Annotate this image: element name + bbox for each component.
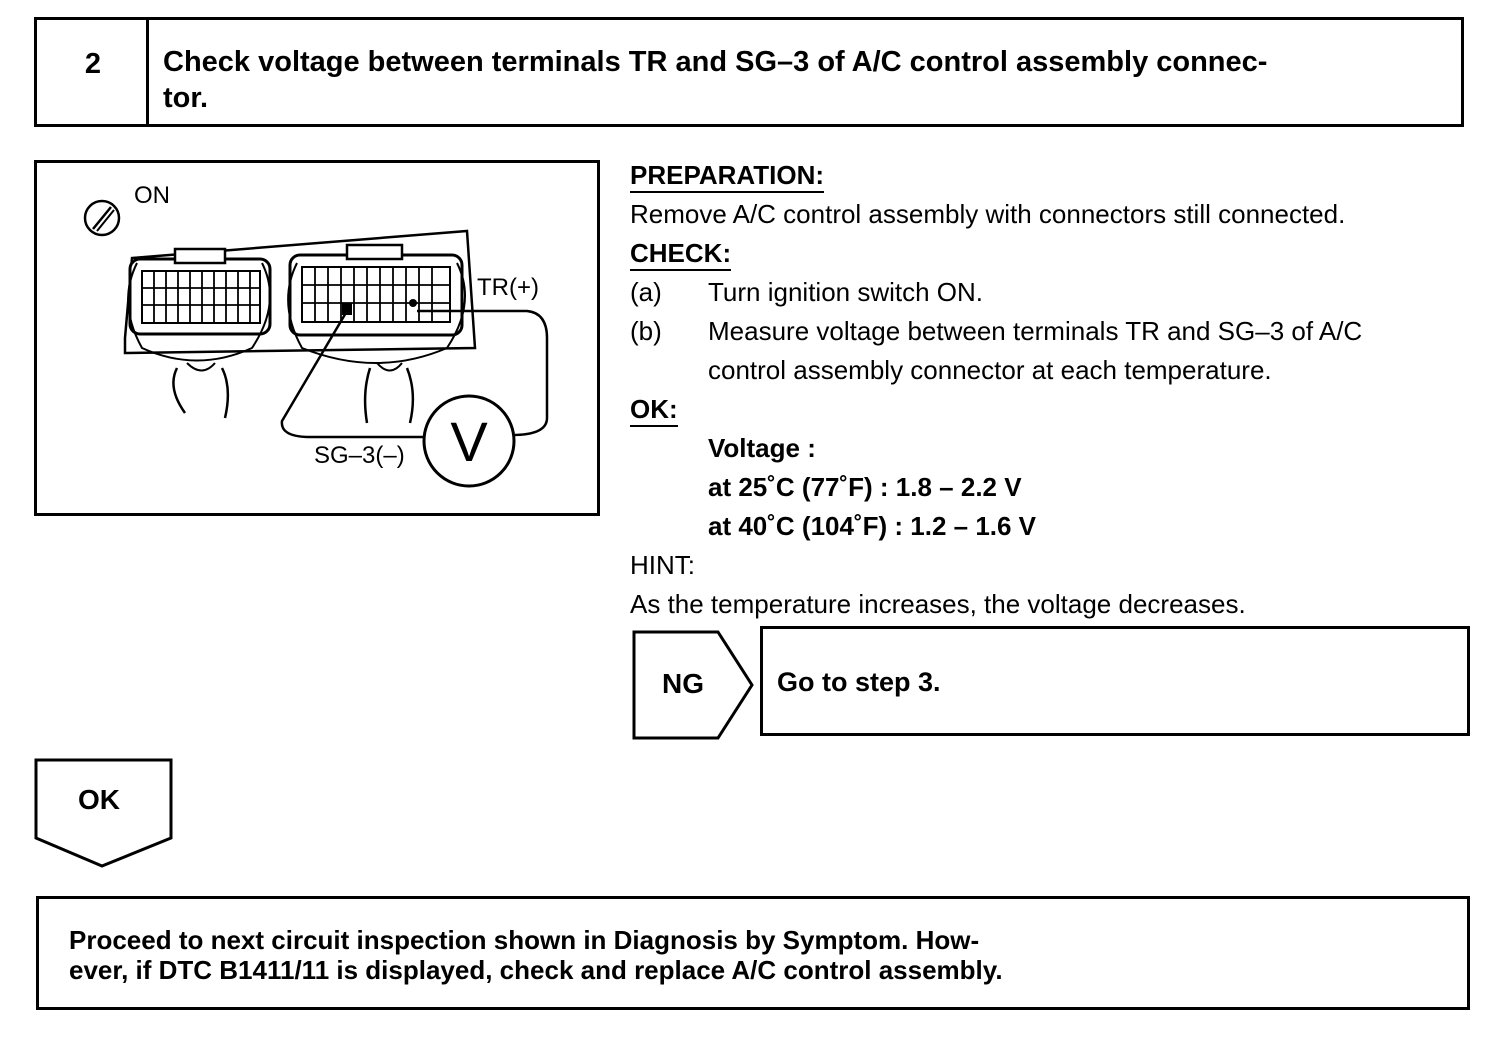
voltmeter-icon: V <box>422 394 516 488</box>
hint-text: As the temperature increases, the voltag… <box>630 589 1246 619</box>
ng-result-box: Go to step 3. <box>760 626 1470 736</box>
check-heading: CHECK: <box>630 234 1480 273</box>
check-item-a: (a) Turn ignition switch ON. <box>630 277 984 307</box>
hint-heading: HINT: <box>630 550 695 580</box>
step-title: Check voltage between terminals TR and S… <box>163 44 1453 116</box>
final-text-line2: ever, if DTC B1411/11 is displayed, chec… <box>69 955 1003 985</box>
voltmeter-label: V <box>450 410 488 473</box>
ok-voltage-label: Voltage : <box>708 433 816 463</box>
instructions: PREPARATION: Remove A/C control assembly… <box>630 156 1480 624</box>
step-number-cell: 2 <box>37 20 149 124</box>
ignition-on-label: ON <box>134 182 170 209</box>
step-title-line1: Check voltage between terminals TR and S… <box>163 46 1268 78</box>
step-header: 2 Check voltage between terminals TR and… <box>34 17 1464 127</box>
tr-probe-lead <box>417 309 549 437</box>
ok-branch-label: OK <box>34 758 176 870</box>
connector-diagram-illustration: ON <box>83 182 549 488</box>
step-number: 2 <box>84 48 102 80</box>
right-connector-icon <box>287 243 466 424</box>
check-item-b: (b) Measure voltage between terminals TR… <box>630 316 1363 385</box>
ng-arrow-icon <box>632 630 754 740</box>
preparation-text: Remove A/C control assembly with connect… <box>630 199 1346 229</box>
ok-spec-25c: at 25˚C (77˚F) : 1.8 – 2.2 V <box>708 472 1022 502</box>
ignition-key-icon <box>83 199 121 237</box>
left-connector-icon <box>127 247 272 419</box>
ok-arrow-icon <box>34 758 173 868</box>
tr-terminal-label: TR(+) <box>477 274 539 301</box>
final-instruction-box: Proceed to next circuit inspection shown… <box>36 896 1470 1010</box>
ng-branch-label: NG <box>632 630 757 740</box>
sg3-probe-lead <box>280 310 432 439</box>
ng-result-text: Go to step 3. <box>777 667 941 697</box>
ok-spec-40c: at 40˚C (104˚F) : 1.2 – 1.6 V <box>708 511 1037 541</box>
preparation-heading: PREPARATION: <box>630 156 1480 195</box>
sg3-terminal-label: SG–3(–) <box>314 442 405 469</box>
step-title-line2: tor. <box>163 82 209 114</box>
final-text-line1: Proceed to next circuit inspection shown… <box>69 925 980 955</box>
wiring-diagram: ON <box>34 160 600 516</box>
ok-heading: OK: <box>630 390 1480 429</box>
ng-label: NG <box>662 668 704 699</box>
ok-label: OK <box>78 784 120 815</box>
